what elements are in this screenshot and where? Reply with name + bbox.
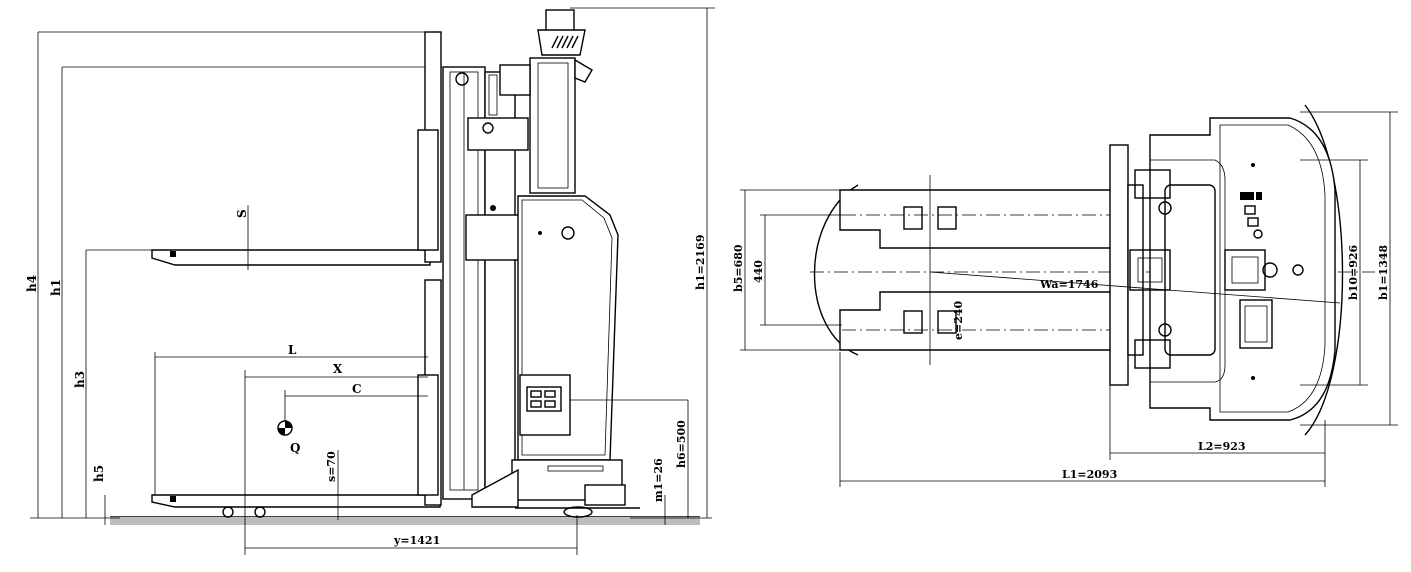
label-s: S (235, 209, 249, 218)
label-wa: Wa=1746 (1039, 278, 1099, 291)
fork-carriage-lower (417, 279, 442, 506)
label-l2: L2=923 (1198, 440, 1246, 453)
body-width-dimension-lines (1300, 111, 1398, 426)
label-m1: m1=26 (652, 458, 665, 502)
length-dimension-lines (154, 205, 578, 555)
label-b1: b1=1348 (1377, 244, 1390, 300)
load-center-of-gravity-icon (277, 420, 293, 436)
label-h1: h1 (49, 279, 63, 296)
side-view-labels: h4 h1 h3 h5 S L X C Q s=70 y=1421 m1=26 … (25, 209, 707, 547)
fork-carriage-upper (417, 31, 442, 263)
label-b5: b5=680 (732, 244, 745, 292)
label-y1421: y=1421 (393, 534, 440, 547)
label-h5: h5 (92, 465, 106, 482)
fork-width-dimension-lines (740, 189, 842, 351)
label-x: X (333, 362, 343, 376)
label-h6: h6=500 (675, 420, 688, 468)
top-view-labels: b5=680 440 e=240 Wa=1746 b10=926 b1=1348… (732, 244, 1390, 481)
display-vents-icon (551, 35, 579, 49)
label-440: 440 (752, 260, 765, 283)
drive-wheel (563, 506, 593, 518)
turning-radius-line (929, 271, 1341, 304)
label-h4: h4 (25, 275, 39, 292)
operator-column (467, 9, 593, 194)
raised-forks (151, 249, 431, 266)
truck-body (517, 195, 688, 461)
lowered-forks (151, 494, 441, 518)
control-panel-icon (526, 386, 562, 412)
label-l1: L1=2093 (1062, 468, 1117, 481)
top-view-forks (839, 175, 1113, 365)
label-s70: s=70 (325, 451, 338, 482)
fork-swing-arc (813, 184, 859, 356)
switch-cluster-icon (1240, 192, 1263, 239)
label-h3: h3 (73, 371, 87, 388)
top-view: b5=680 440 e=240 Wa=1746 b10=926 b1=1348… (732, 104, 1398, 487)
label-b10: b10=926 (1347, 244, 1360, 300)
label-e240: e=240 (952, 300, 965, 340)
left-dimension-lines (30, 31, 442, 525)
body-swing-arc (1304, 104, 1344, 436)
label-h1-2169: h1=2169 (694, 235, 707, 290)
label-l: L (288, 343, 297, 357)
chassis (471, 459, 640, 509)
truck-body-top (1129, 117, 1336, 421)
side-plate (465, 205, 522, 261)
label-q: Q (290, 441, 300, 455)
label-c: C (352, 382, 362, 396)
ground-line (110, 516, 700, 525)
right-dimension-lines (570, 7, 715, 525)
side-view: h4 h1 h3 h5 S L X C Q s=70 y=1421 m1=26 … (25, 7, 715, 555)
length-dimension-lines-top (839, 352, 1326, 487)
